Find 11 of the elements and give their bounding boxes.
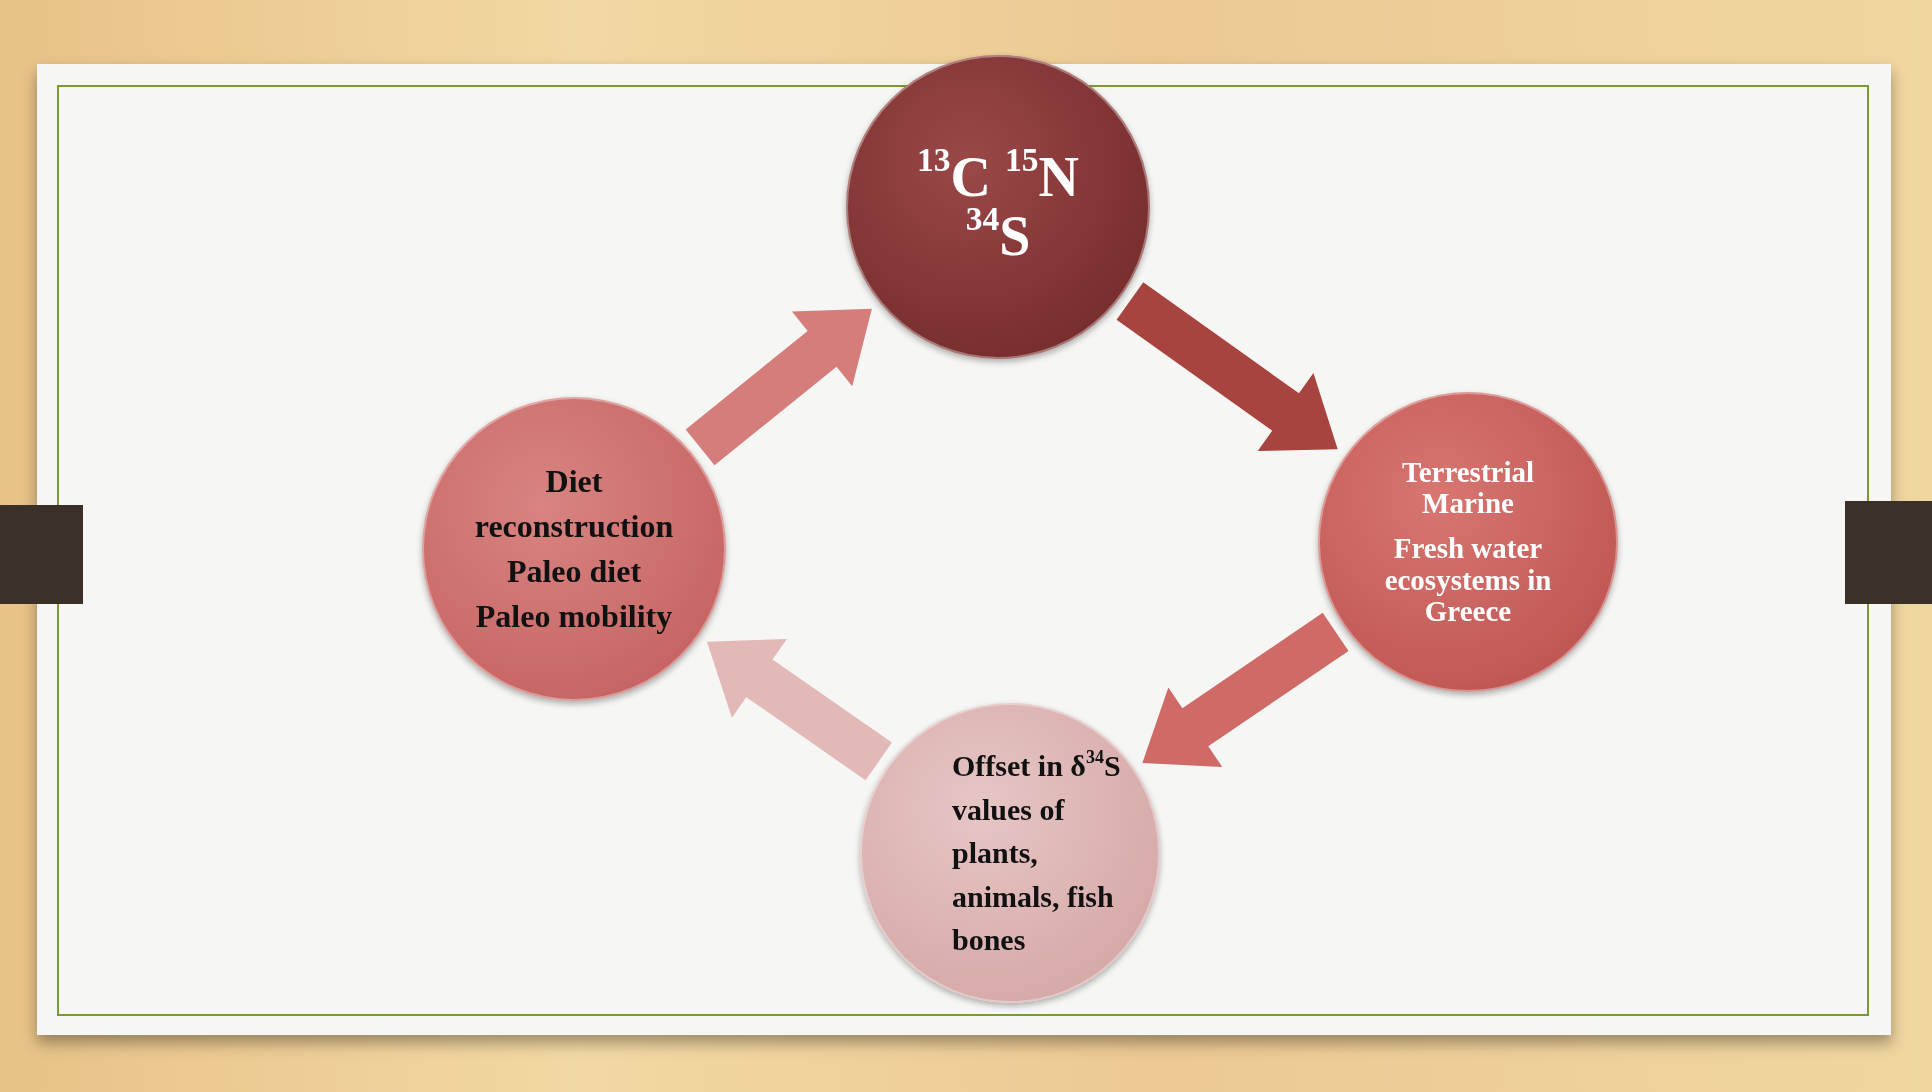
block-arrow [706, 638, 892, 781]
node-text: Offset in δ$^{34}$S values of plants, animals, fish bones [952, 745, 1122, 959]
block-arrow [1142, 612, 1349, 767]
node-text: Fresh water ecosystems in Greece [1383, 533, 1553, 628]
block-arrow [1116, 282, 1338, 452]
node-text: Paleo mobility [475, 596, 673, 636]
node-text: Paleo diet [506, 552, 642, 591]
node-text: $^{13}$C $^{15}$N $^{34}$S [915, 148, 1081, 266]
node-text: Terrestrial Marine [1400, 456, 1536, 520]
block-arrow [685, 308, 872, 466]
node-text: Diet reconstruction [473, 462, 675, 547]
